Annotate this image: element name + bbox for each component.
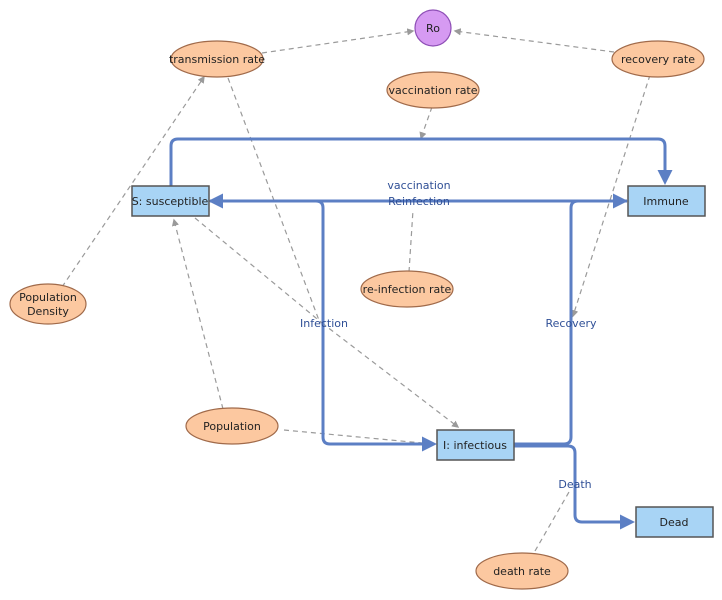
flow-label-infection: Infection <box>300 317 348 330</box>
link-infection-to-infectious <box>321 322 460 428</box>
aux-label: re-infection rate <box>363 283 452 296</box>
link-density-to-transmission <box>61 75 205 288</box>
flow-label-reinfection: Reinfection <box>388 195 450 208</box>
aux-recovery-rate[interactable]: recovery rate <box>611 40 705 78</box>
aux-label: death rate <box>493 565 551 578</box>
link-death-rate-to-death <box>534 491 570 552</box>
link-recovery-to-ro <box>453 28 615 53</box>
aux-population[interactable]: Population <box>185 407 279 445</box>
link-vaccination-rate-to-flow <box>419 106 433 140</box>
flow-paths <box>169 137 673 530</box>
stock-susceptible[interactable]: S: susceptible <box>131 185 210 217</box>
stock-dead[interactable]: Dead <box>635 506 714 538</box>
stock-label: Dead <box>660 516 689 529</box>
death-flow <box>514 444 635 530</box>
recovery-flow <box>514 193 628 446</box>
aux-death-rate[interactable]: death rate <box>475 552 569 590</box>
stock-label: Immune <box>643 195 689 208</box>
link-population-to-infectious <box>283 429 435 448</box>
aux-label: vaccination rate <box>388 84 477 97</box>
aux-transmission-rate[interactable]: transmission rate <box>169 40 265 78</box>
aux-label-line1: Population <box>19 291 77 304</box>
stock-label: S: susceptible <box>132 195 209 208</box>
aux-label: Ro <box>426 22 440 35</box>
aux-label: Population <box>203 420 261 433</box>
stock-infectious[interactable]: I: infectious <box>436 429 515 461</box>
aux-label: recovery rate <box>621 53 695 66</box>
aux-label: transmission rate <box>169 53 265 66</box>
aux-population-density[interactable]: Population Density <box>9 283 87 325</box>
stock-immune[interactable]: Immune <box>627 185 706 217</box>
aux-reinfection-rate[interactable]: re-infection rate <box>360 270 454 308</box>
link-susceptible-to-infection <box>194 217 323 324</box>
aux-vaccination-rate[interactable]: vaccination rate <box>386 71 480 109</box>
link-reinfection-rate-to-flow <box>408 209 414 273</box>
link-population-to-susceptible <box>171 218 224 410</box>
aux-ro[interactable]: Ro <box>414 9 452 47</box>
link-recovery-rate-to-recovery <box>571 74 651 318</box>
dependency-links <box>61 28 651 552</box>
flow-label-recovery: Recovery <box>545 317 596 330</box>
infection-flow <box>210 199 437 452</box>
aux-label-line2: Density <box>27 305 69 318</box>
stock-label: I: infectious <box>443 439 507 452</box>
vaccination-flow <box>169 137 673 186</box>
flow-label-death: Death <box>558 478 591 491</box>
link-transmission-to-ro <box>261 28 415 54</box>
flow-label-vaccination: vaccination <box>387 179 450 192</box>
